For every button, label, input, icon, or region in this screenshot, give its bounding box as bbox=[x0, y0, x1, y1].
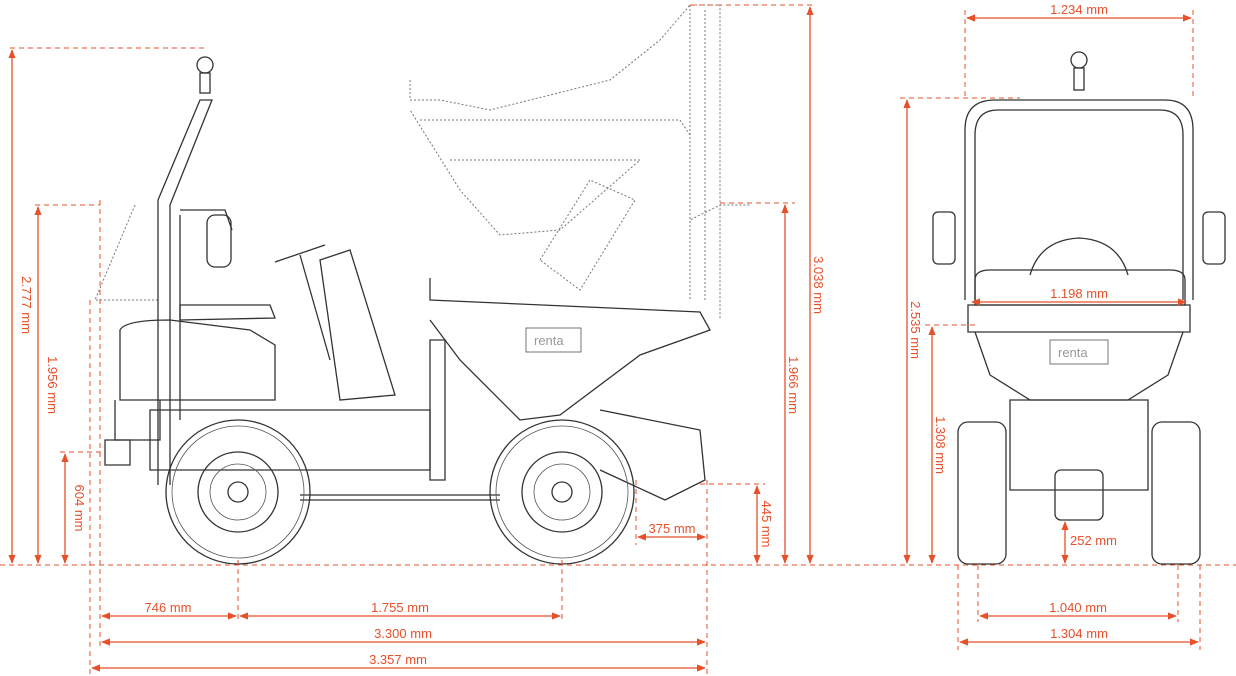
dim-track-width: 1.040 mm bbox=[1049, 600, 1107, 615]
dim-bucket-width: 1.198 mm bbox=[1050, 286, 1108, 301]
front-view-vehicle: renta bbox=[932, 51, 1226, 565]
dim-ground-clearance: 252 mm bbox=[1070, 533, 1117, 548]
dim-rear-overhang: 746 mm bbox=[145, 600, 192, 615]
brand-logo-side: renta bbox=[534, 333, 564, 348]
side-dimensions: 2.777 mm 1.956 mm 604 mm 746 mm 1.755 mm… bbox=[8, 4, 826, 676]
dim-overall-width: 1.304 mm bbox=[1050, 626, 1108, 641]
rear-wheel bbox=[165, 419, 311, 565]
right-wheel bbox=[1151, 421, 1201, 565]
raised-bucket-ghost bbox=[94, 4, 750, 320]
side-view-vehicle: renta bbox=[94, 4, 750, 565]
front-dimensions: 1.234 mm 2.535 mm 1.198 mm 1.308 mm 252 … bbox=[900, 2, 1201, 650]
front-wheel bbox=[489, 419, 635, 565]
dim-overall-length-max: 3.357 mm bbox=[369, 652, 427, 667]
dim-seat-height: 1.956 mm bbox=[45, 356, 60, 414]
dim-max-height-raised: 3.038 mm bbox=[811, 256, 826, 314]
left-wheel bbox=[957, 421, 1007, 565]
dim-rops-width: 1.234 mm bbox=[1050, 2, 1108, 17]
dim-overall-height: 2.777 mm bbox=[19, 276, 34, 334]
dim-tip-clearance: 445 mm bbox=[759, 501, 774, 548]
dim-bucket-height: 1.966 mm bbox=[786, 356, 801, 414]
dim-front-overall-height: 2.535 mm bbox=[908, 301, 923, 359]
dim-front-overhang-tipped: 375 mm bbox=[649, 521, 696, 536]
dim-overall-length: 3.300 mm bbox=[374, 626, 432, 641]
dim-hitch-height: 604 mm bbox=[72, 485, 87, 532]
dim-front-bucket-height: 1.308 mm bbox=[933, 416, 948, 474]
dim-wheelbase: 1.755 mm bbox=[371, 600, 429, 615]
brand-logo-front: renta bbox=[1058, 345, 1088, 360]
